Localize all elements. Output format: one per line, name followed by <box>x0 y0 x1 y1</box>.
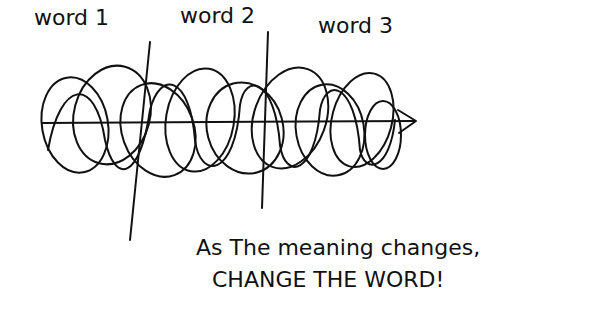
word-label: word 1 <box>34 6 109 30</box>
note-text: As The meaning changes, <box>196 236 480 260</box>
divider-line <box>130 42 150 240</box>
scribble-loop <box>34 72 116 178</box>
divider-line <box>262 32 268 208</box>
axis-arrowhead <box>398 110 416 133</box>
timeline-axis <box>42 121 415 123</box>
word-label: word 2 <box>180 4 255 28</box>
scribble-loop <box>157 63 242 177</box>
word-label: word 3 <box>318 14 393 38</box>
scribble-loop <box>238 57 341 179</box>
scribble-wave <box>48 85 395 170</box>
note-text: CHANGE THE WORD! <box>212 268 444 292</box>
